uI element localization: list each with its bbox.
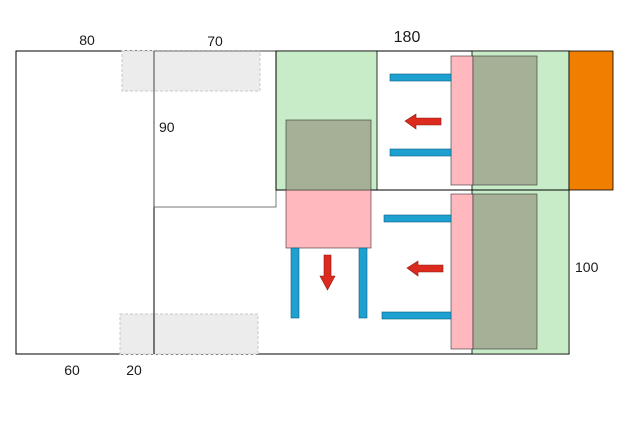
label-right-height: 100 [575, 259, 599, 275]
olive-zone-top [472, 55, 538, 186]
arrow-down-icon [319, 254, 336, 291]
label-bottom-mid: 20 [126, 362, 142, 378]
blue-bar-3 [383, 214, 452, 223]
orange-zone [568, 50, 614, 191]
label-inner-height: 90 [159, 119, 175, 135]
pink-zone-bottom [450, 193, 474, 350]
arrow-left-icon [404, 113, 442, 130]
blue-bar-2 [389, 148, 452, 157]
blue-bar-6 [358, 247, 368, 319]
gray-zone-bottom [119, 313, 259, 355]
blue-bar-5 [290, 247, 300, 319]
blue-bar-4 [381, 311, 452, 320]
label-top-left: 80 [79, 32, 95, 48]
olive-zone-bottom [472, 193, 538, 350]
arrow-left-icon [406, 260, 444, 277]
pink-zone-center [285, 189, 372, 249]
gray-zone-top [121, 50, 261, 92]
label-top-mid: 70 [207, 33, 223, 49]
label-bottom-left: 60 [64, 362, 80, 378]
olive-zone-center [285, 119, 372, 191]
blue-bar-1 [389, 73, 452, 82]
label-top-right: 180 [394, 29, 421, 46]
pink-zone-top [450, 55, 474, 186]
